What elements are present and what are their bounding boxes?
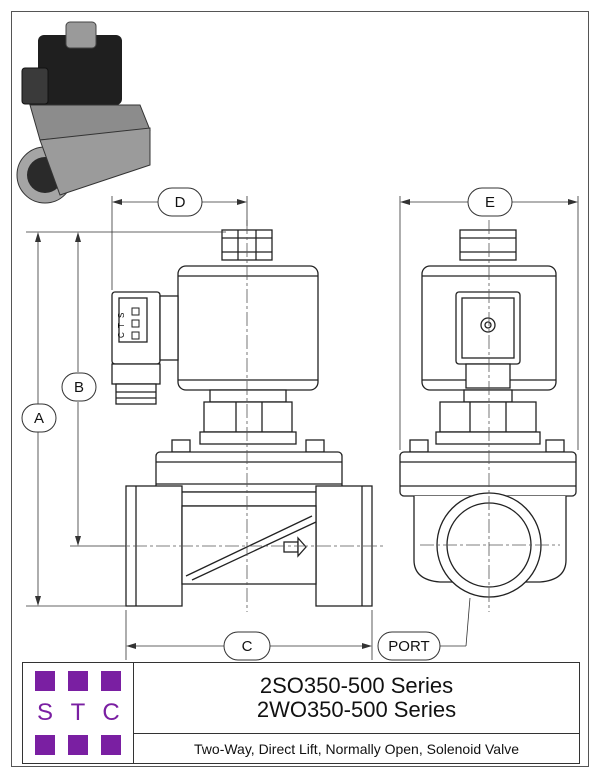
dimension-lines: [26, 196, 579, 660]
title-block-text: 2SO350-500 Series 2WO350-500 Series Two-…: [134, 663, 579, 763]
logo-square: [68, 735, 88, 755]
dimension-arrowheads: [35, 199, 578, 649]
logo-square: [68, 671, 88, 691]
drawing-sheet-border: [11, 11, 589, 767]
series-line-1: 2SO350-500 Series: [259, 673, 454, 698]
series-line-2: 2WO350-500 Series: [256, 697, 457, 722]
product-3d-render: [16, 21, 151, 204]
svg-text:S: S: [117, 313, 126, 318]
dimension-label-a: A: [21, 403, 57, 433]
series-names: 2SO350-500 Series 2WO350-500 Series: [134, 663, 579, 734]
svg-text:D: D: [175, 194, 186, 211]
svg-text:T: T: [117, 323, 126, 328]
valve-description: Two-Way, Direct Lift, Normally Open, Sol…: [194, 740, 519, 757]
svg-text:PORT: PORT: [388, 638, 429, 655]
logo-letter: C: [102, 699, 120, 726]
port-label: PORT: [377, 631, 441, 661]
svg-text:A: A: [34, 410, 44, 427]
logo-square: [101, 735, 121, 755]
logo-square: [101, 671, 121, 691]
svg-text:B: B: [74, 379, 84, 396]
stc-logo: S T C: [23, 663, 134, 763]
front-view: [111, 229, 373, 607]
dimension-label-b: B: [61, 372, 97, 402]
svg-text:E: E: [485, 194, 495, 211]
title-block: S T C 2SO350-500 Series 2WO350-500 Serie…: [22, 662, 580, 764]
dimension-label-c: C: [223, 631, 271, 661]
front-view-centerlines: [110, 220, 385, 612]
coil-marking: S T C: [117, 307, 140, 340]
svg-text:C: C: [242, 638, 253, 655]
logo-square: [35, 671, 55, 691]
side-view-centerlines: [420, 220, 560, 612]
logo-square: [35, 735, 55, 755]
dimension-label-e: E: [467, 187, 513, 217]
svg-text:C: C: [117, 332, 126, 338]
dimension-label-d: D: [157, 187, 203, 217]
side-view: [399, 229, 577, 598]
logo-letter: T: [70, 699, 86, 726]
logo-letter: S: [36, 699, 53, 726]
